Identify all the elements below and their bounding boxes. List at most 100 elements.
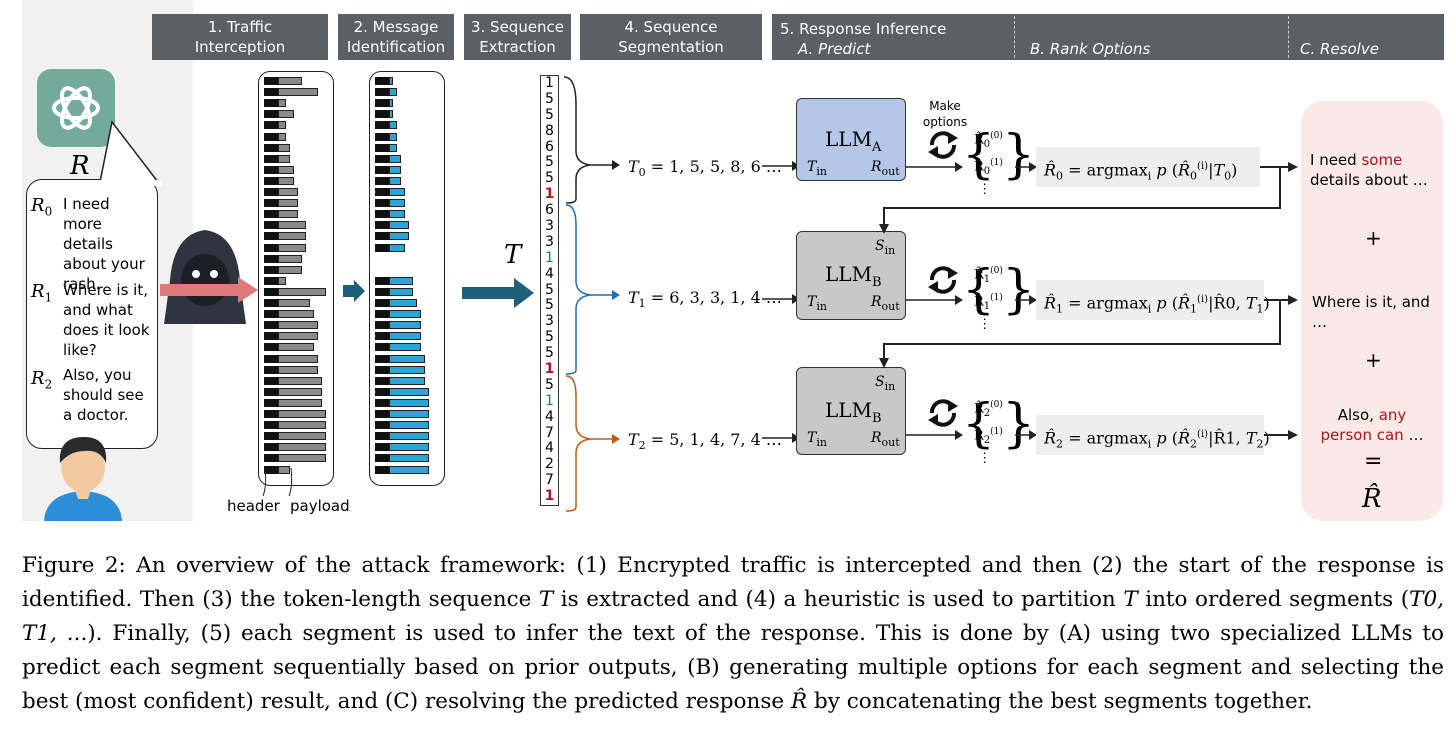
packet-header [264, 132, 278, 141]
packet-payload [389, 121, 397, 130]
packet-header [375, 387, 389, 396]
packet-header [375, 221, 389, 230]
packet-payload [389, 276, 413, 285]
packet-payload [389, 443, 429, 452]
packet-row [264, 276, 286, 285]
packet-row [264, 387, 322, 396]
packet-header [264, 365, 278, 374]
response-0-label: R0 [31, 195, 53, 219]
packet-header [375, 143, 389, 152]
output-0: I need some details about … [1310, 151, 1428, 189]
sequence-value: 3 [545, 313, 554, 330]
packet-header [264, 321, 278, 330]
packet-row [264, 176, 294, 185]
sequence-value: 6 [545, 202, 554, 219]
packet-row [264, 343, 314, 352]
packet-payload [278, 365, 318, 374]
packet-payload [278, 387, 322, 396]
packet-payload [389, 299, 417, 307]
packet-header [264, 454, 278, 463]
packet-payload [389, 398, 429, 407]
packet-row [375, 188, 405, 196]
response-1-label: R1 [31, 281, 53, 305]
packet-payload [389, 143, 397, 152]
packet-payload [278, 276, 286, 285]
sequence-value: 1 [544, 186, 555, 203]
packet-row [264, 365, 318, 374]
packet-payload [389, 221, 409, 230]
packet-row [264, 465, 290, 474]
figure-caption: Figure 2: An overview of the attack fram… [22, 553, 1445, 714]
plus-0: + [1365, 226, 1382, 250]
packet-row [375, 77, 393, 85]
packet-header [264, 254, 278, 263]
packet-row [375, 232, 409, 241]
packet-row [375, 210, 405, 219]
packet-payload [278, 165, 294, 174]
make-options-label: Make options [922, 99, 968, 129]
packet-payload [278, 343, 314, 352]
cycle-icon [928, 399, 958, 427]
sequence-value: 1 [545, 392, 554, 409]
rank-formula-1: R̂1 = argmaxi p (R̂1(i)|R̂0, T1) [1036, 280, 1270, 320]
packet-header [375, 432, 389, 441]
packet-row [375, 276, 413, 285]
packet-row [264, 421, 326, 430]
packet-row [375, 199, 405, 208]
sequence-value: 1 [545, 75, 554, 91]
stage-5c-label: C. Resolve [1300, 40, 1379, 58]
packet-payload [278, 398, 322, 407]
output-2: Also, any person can … [1320, 406, 1424, 444]
packet-header [375, 99, 389, 108]
packet-row [375, 154, 401, 163]
segment-0: T0 = 1, 5, 5, 8, 6 … [628, 157, 782, 180]
sequence-value: 5 [545, 170, 554, 187]
packet-payload [389, 321, 421, 330]
packet-row [264, 199, 298, 208]
packet-header [264, 88, 278, 97]
inference-arrows [905, 162, 1037, 440]
packet-payload [389, 376, 425, 385]
stage2-to-3-arrow [462, 278, 534, 308]
packet-row [264, 332, 318, 341]
packet-payload [389, 243, 405, 252]
packet-row [264, 188, 298, 196]
cycle-icon [928, 131, 958, 159]
packet-header [375, 443, 389, 452]
packet-row [375, 321, 421, 330]
packet-header [264, 221, 278, 230]
packet-row [264, 99, 286, 108]
sequence-value: 5 [545, 90, 554, 107]
packet-row [264, 88, 318, 97]
packet-payload [278, 410, 326, 418]
packet-payload [278, 332, 318, 341]
stage-5b-label: B. Rank Options [1030, 40, 1151, 58]
packet-payload [389, 421, 429, 430]
packet-payload [278, 232, 306, 241]
packet-header [264, 432, 278, 441]
packet-row [264, 243, 306, 252]
packet-payload [278, 465, 290, 474]
speaker-label: R [70, 151, 90, 181]
packet-row [375, 299, 417, 307]
packet-payload [278, 265, 302, 274]
packet-header [375, 232, 389, 241]
message-packets-panel [369, 71, 445, 486]
packet-header [375, 332, 389, 341]
sequence-value: 5 [545, 281, 554, 298]
packet-header [375, 299, 389, 307]
packet-row [264, 432, 326, 441]
packet-header [264, 443, 278, 452]
packet-payload [389, 210, 405, 219]
packet-header [264, 110, 278, 119]
sequence-value: 4 [545, 265, 554, 282]
traffic-packets-panel [258, 71, 334, 486]
packet-header [375, 343, 389, 352]
packet-payload [389, 88, 397, 97]
packet-row [375, 99, 393, 108]
packet-header [375, 321, 389, 330]
